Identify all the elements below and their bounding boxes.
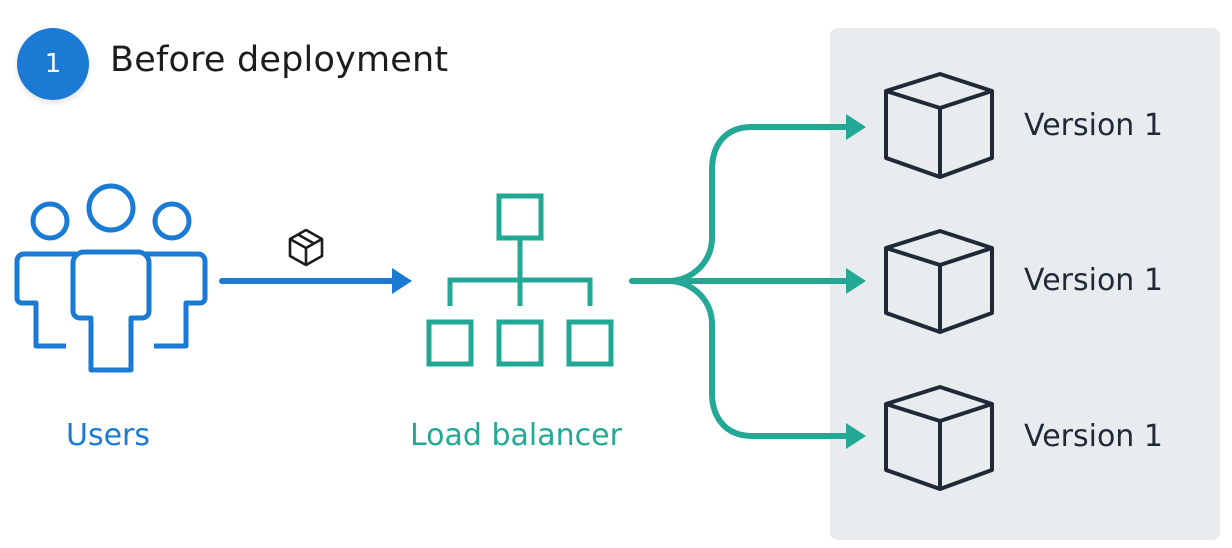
- network-hierarchy-icon: [426, 193, 614, 367]
- step-title: Before deployment: [110, 40, 449, 80]
- cube-icon: [884, 385, 994, 491]
- users-label: Users: [66, 418, 151, 453]
- package-icon: [288, 228, 324, 267]
- route-to-server-3: [665, 278, 851, 439]
- server-version-label: Version 1: [1024, 263, 1163, 298]
- cube-icon: [884, 72, 994, 179]
- server-panel: [830, 28, 1220, 540]
- arrowhead-server-3: [846, 423, 866, 449]
- users-group-icon: [14, 183, 208, 373]
- step-number-badge: 1: [17, 28, 89, 100]
- server-version-label: Version 1: [1024, 419, 1163, 454]
- route-to-server-1: [629, 124, 851, 284]
- routing-arrows: [629, 124, 851, 439]
- cube-icon: [884, 229, 994, 334]
- server-version-label: Version 1: [1024, 108, 1163, 143]
- request-arrow: [219, 268, 412, 294]
- load-balancer-label: Load balancer: [410, 418, 622, 453]
- arrowhead-server-2: [846, 268, 866, 294]
- arrowhead-server-1: [846, 114, 866, 140]
